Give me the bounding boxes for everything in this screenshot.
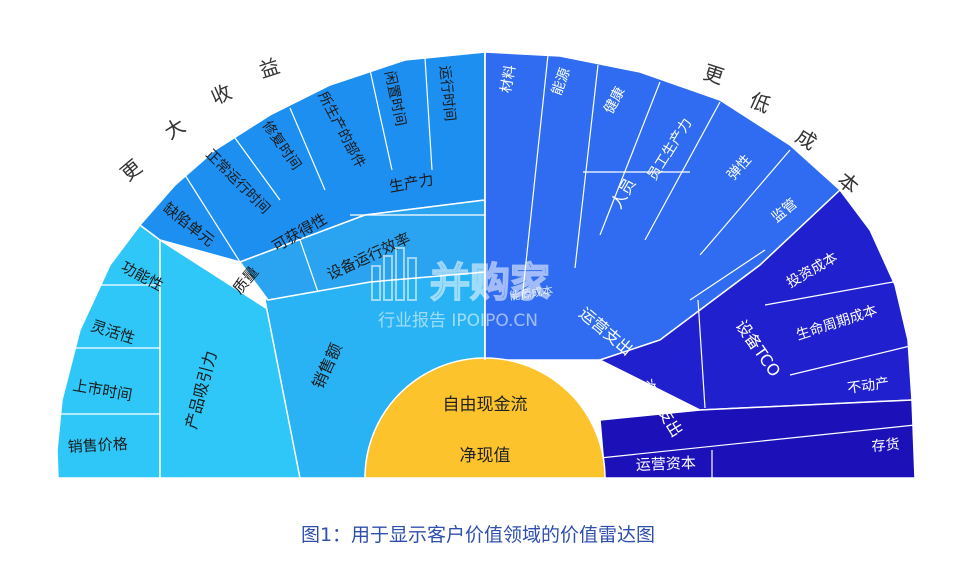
arc-char: 收 [207,80,235,110]
divider [521,54,549,301]
divider [599,424,916,459]
divider [424,57,433,171]
arc-char: 大 [160,113,190,144]
segment-label: 销售价格 [67,435,128,456]
watermark: 并购家 行业报告 IPOIPO.CN [371,247,551,331]
watermark-logo-icon [371,247,417,301]
divider [184,174,241,263]
divider [789,345,911,376]
left-outer-top-band [138,51,486,263]
watermark-logo-text: 并购家 [430,260,550,306]
center-bottom-label: 净现值 [460,446,511,466]
divider [697,299,706,409]
overlap-note: 能源成本 [508,283,554,303]
ring2-label: 运营资本 [636,454,697,474]
divider [234,137,281,201]
divider [599,81,661,236]
arc-char: 低 [746,88,774,118]
segment-label: 不动产 [846,375,890,397]
figure-caption: 图1：用于显示客户价值领域的价值雷达图 [300,524,656,546]
segment-label: 存货 [871,436,900,455]
arc-char: 更 [700,60,726,89]
segment-label: 材料 [498,64,519,94]
divider [764,281,894,306]
watermark-subtext: 行业报告 IPOIPO.CN [378,311,538,331]
divider [369,69,393,171]
center-top-label: 自由现金流 [443,395,528,415]
divider [299,239,319,293]
arc-char: 更 [116,155,147,186]
divider [644,101,721,241]
center-semicircle [364,357,606,479]
arc-char: 益 [256,54,282,83]
segment-label: 运行时间 [436,65,458,122]
divider [574,64,599,269]
left-outer-region [138,51,486,301]
divider [689,249,766,301]
divider [289,107,326,191]
divider [699,149,791,256]
